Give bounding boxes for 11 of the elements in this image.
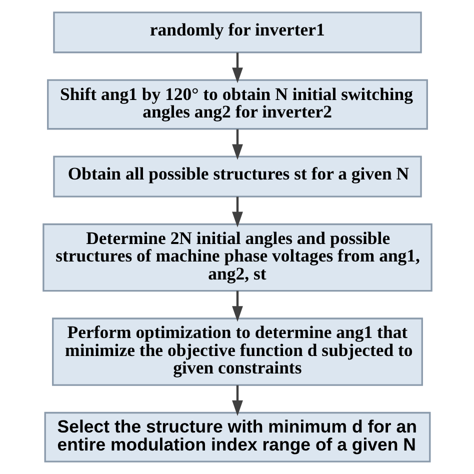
arrow: [232, 385, 242, 416]
node-box: Determine 2N initial angles and possible structures of machine phase voltages from ang1, ang2, st: [42, 223, 432, 292]
arrow: [232, 290, 242, 322]
node-box: Select the structure with minimum d for an entire modulation index range of a given N: [44, 412, 430, 462]
node-box: Shift ang1 by 120° to obtain N initial switching angles ang2 for inverter2: [46, 79, 428, 130]
arrow: [232, 196, 242, 228]
node-box: randomly for inverter1: [52, 12, 422, 54]
arrow: [232, 129, 242, 160]
node-box: Perform optimization to determine ang1 that minimize the objective function d subjected to given constraints: [52, 318, 422, 386]
arrow: [232, 52, 242, 84]
node-box: Obtain all possible structures st for a given N: [52, 156, 422, 198]
